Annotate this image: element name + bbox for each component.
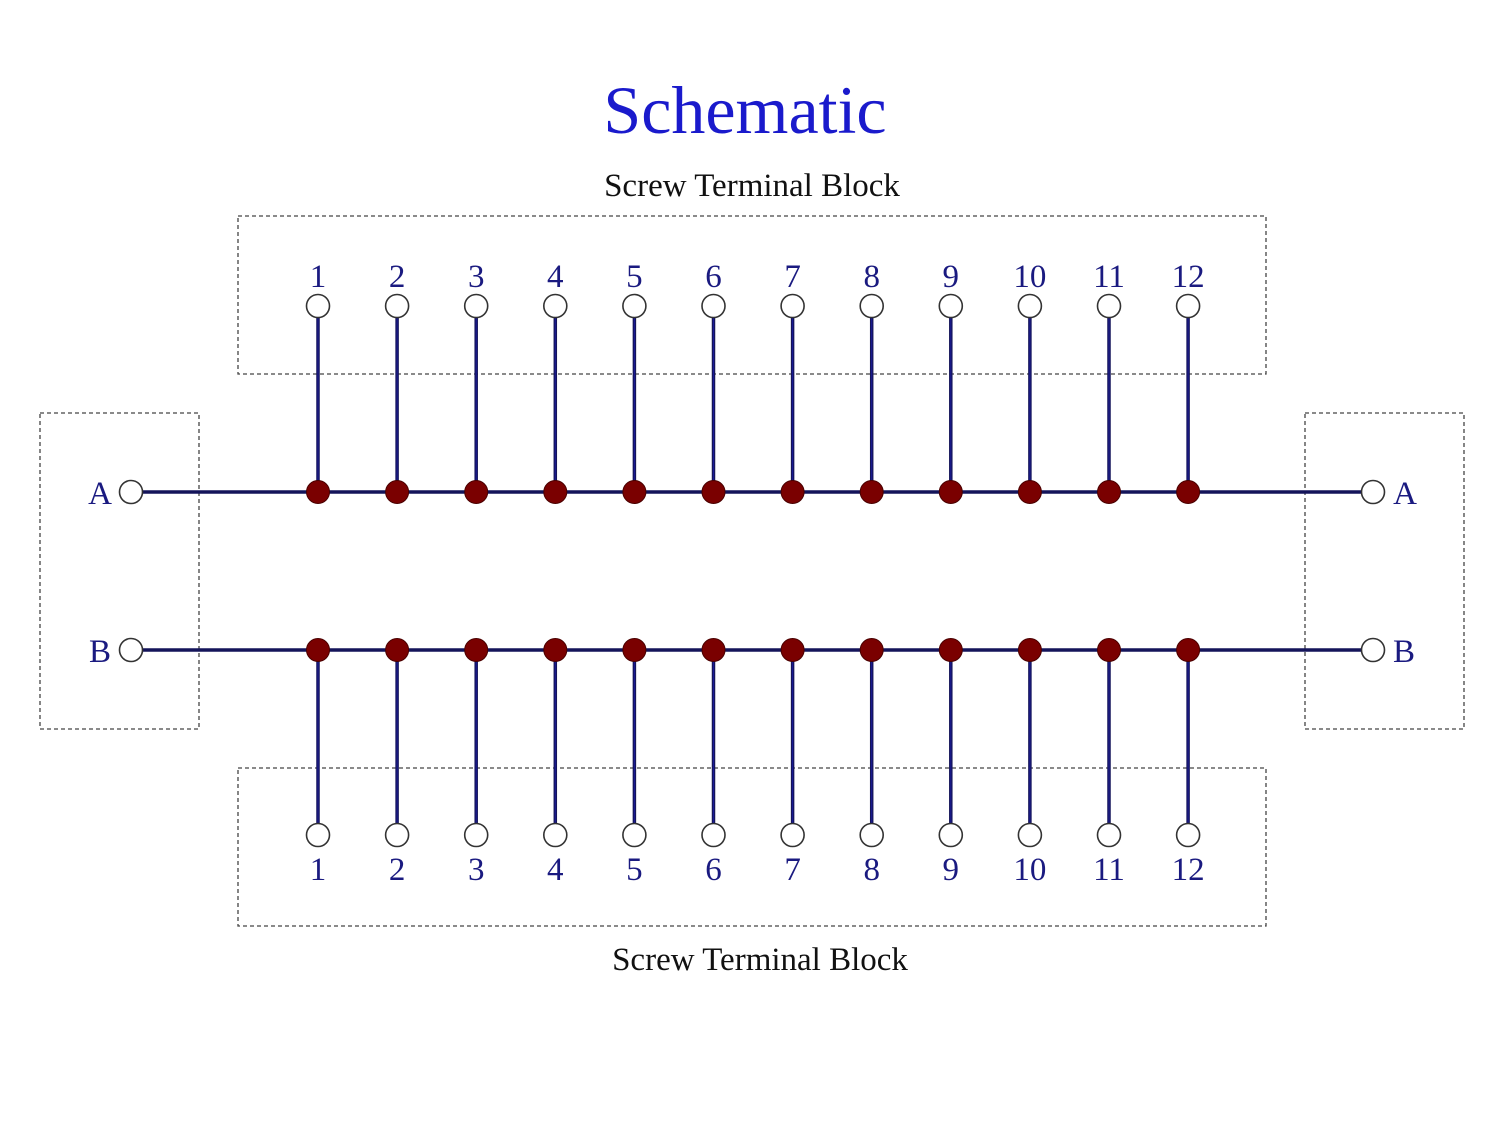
bottom-terminal-4 (542, 822, 568, 848)
top-junction-6 (701, 480, 726, 504)
bottom-terminal-1 (305, 822, 331, 848)
top-terminal-block-outline (237, 215, 1267, 375)
bottom-junction-7 (780, 638, 805, 662)
top-junction-4 (543, 480, 568, 504)
bottom-junction-4 (543, 638, 568, 662)
bottom-pin-label-2: 2 (389, 852, 406, 888)
junction-nodes (306, 480, 1201, 662)
right-label-b: B (1393, 634, 1415, 670)
top-pin-label-12: 12 (1172, 259, 1205, 295)
top-pin-label-7: 7 (784, 259, 801, 295)
bottom-junction-5 (622, 638, 647, 662)
right-terminal-a (1360, 479, 1386, 505)
left-connector-outline (39, 412, 200, 730)
top-pin-label-4: 4 (547, 259, 564, 295)
terminal-wires (316, 306, 1190, 835)
terminals (305, 293, 1201, 848)
top-junction-5 (622, 480, 647, 504)
top-junction-12 (1176, 480, 1201, 504)
bottom-terminal-7 (780, 822, 805, 848)
top-junction-9 (938, 480, 963, 504)
top-junction-3 (464, 480, 489, 504)
top-junction-7 (780, 480, 805, 504)
top-junction-10 (1017, 480, 1042, 504)
bottom-junction-6 (701, 638, 726, 662)
left-label-a: A (88, 476, 112, 512)
bottom-pin-label-9: 9 (943, 852, 960, 888)
bottom-terminal-8 (859, 822, 885, 848)
top-terminal-10 (1017, 293, 1043, 319)
top-pin-label-1: 1 (310, 259, 327, 295)
top-terminal-6 (701, 293, 726, 319)
top-junction-11 (1097, 480, 1121, 504)
bottom-terminal-block-outline (237, 767, 1267, 927)
top-terminal-9 (938, 293, 964, 319)
top-terminal-3 (463, 293, 489, 319)
top-terminal-12 (1175, 293, 1201, 319)
top-block-caption: Screw Terminal Block (604, 168, 900, 204)
top-junction-1 (306, 480, 330, 504)
top-junction-2 (385, 480, 410, 504)
bottom-pin-label-4: 4 (547, 852, 564, 888)
bottom-pin-label-7: 7 (784, 852, 801, 888)
bottom-terminal-10 (1017, 822, 1043, 848)
bottom-terminal-11 (1096, 822, 1122, 848)
top-terminal-2 (384, 293, 410, 319)
bottom-block-caption: Screw Terminal Block (612, 942, 908, 978)
top-terminal-11 (1096, 293, 1122, 319)
bottom-junction-11 (1097, 638, 1121, 662)
bottom-pin-label-1: 1 (310, 852, 327, 888)
top-terminal-7 (780, 293, 805, 319)
bottom-pin-label-8: 8 (863, 852, 880, 888)
right-connector-outline (1304, 412, 1465, 730)
bottom-junction-3 (464, 638, 489, 662)
bottom-terminal-3 (463, 822, 489, 848)
top-pin-label-6: 6 (705, 259, 722, 295)
top-pin-label-9: 9 (943, 259, 960, 295)
right-terminal-b (1360, 637, 1386, 663)
left-label-b: B (89, 634, 111, 670)
bottom-junction-1 (306, 638, 330, 662)
diagram-title: Schematic (603, 72, 886, 148)
bottom-junction-8 (859, 638, 884, 662)
left-terminal-a (118, 479, 144, 505)
bus-lines (143, 490, 1362, 652)
bottom-terminal-2 (384, 822, 410, 848)
bottom-terminal-6 (701, 822, 726, 848)
left-terminal-b (118, 637, 144, 663)
bottom-terminal-9 (938, 822, 964, 848)
top-terminal-4 (542, 293, 568, 319)
top-pin-label-8: 8 (863, 259, 880, 295)
top-pin-label-2: 2 (389, 259, 406, 295)
bottom-pin-label-12: 12 (1172, 852, 1205, 888)
bottom-junction-2 (385, 638, 410, 662)
top-pin-label-3: 3 (468, 259, 485, 295)
bottom-pin-label-11: 11 (1093, 852, 1125, 888)
top-pin-label-5: 5 (626, 259, 643, 295)
bottom-junction-10 (1017, 638, 1042, 662)
bottom-pin-label-10: 10 (1013, 852, 1046, 888)
top-terminal-8 (859, 293, 885, 319)
top-terminal-1 (305, 293, 331, 319)
bottom-junction-12 (1176, 638, 1201, 662)
top-junction-8 (859, 480, 884, 504)
bottom-terminal-5 (622, 822, 647, 848)
bottom-pin-label-5: 5 (626, 852, 643, 888)
bottom-pin-label-6: 6 (705, 852, 722, 888)
bottom-junction-9 (938, 638, 963, 662)
bottom-terminal-12 (1175, 822, 1201, 848)
top-pin-label-11: 11 (1093, 259, 1125, 295)
bottom-pin-label-3: 3 (468, 852, 485, 888)
right-label-a: A (1393, 476, 1417, 512)
top-terminal-5 (622, 293, 647, 319)
top-pin-label-10: 10 (1013, 259, 1046, 295)
